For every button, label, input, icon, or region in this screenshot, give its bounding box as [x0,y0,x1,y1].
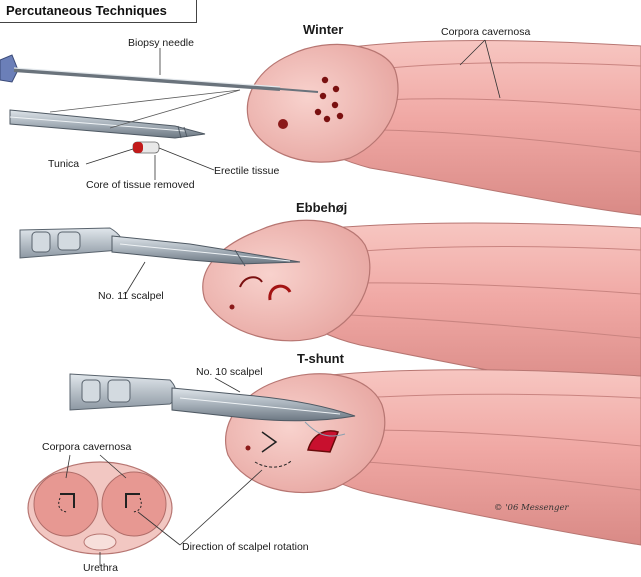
tissue-core [132,141,160,154]
no10-scalpel-label: No. 10 scalpel [196,366,263,378]
cross-section-inset [27,454,263,566]
winter-glans [246,43,399,163]
winter-panel [0,39,641,216]
no11-scalpel-label: No. 11 scalpel [98,290,164,302]
inset-corpora-cavernosa-label: Corpora cavernosa [42,441,132,453]
tunica-label: Tunica [48,158,80,170]
ebbehoj-panel [19,219,641,396]
corpora-cavernosa-label: Corpora cavernosa [441,26,531,38]
tshunt-heading: T-shunt [297,351,344,366]
syringe-hub [0,54,19,83]
core-of-tissue-label: Core of tissue removed [86,179,195,191]
urethra-label: Urethra [83,562,119,574]
ebbehoj-heading: Ebbehøj [296,200,348,215]
biopsy-needle [13,68,281,91]
artist-signature: © '06 Messenger [494,503,569,513]
biopsy-needle-label: Biopsy needle [128,37,194,49]
urethral-meatus [278,119,288,129]
page-title: Percutaneous Techniques [6,3,167,18]
title-box: Percutaneous Techniques [0,0,197,23]
erectile-tissue-label: Erectile tissue [214,165,280,177]
biopsy-holes [314,76,344,123]
ebbehoj-glans [202,219,371,342]
winter-heading: Winter [303,22,344,37]
tshunt-shaft [304,369,641,546]
tshunt-panel [27,369,641,566]
biopsy-needle-detail [9,109,206,139]
scalpel-rotation-label: Direction of scalpel rotation [182,541,309,553]
